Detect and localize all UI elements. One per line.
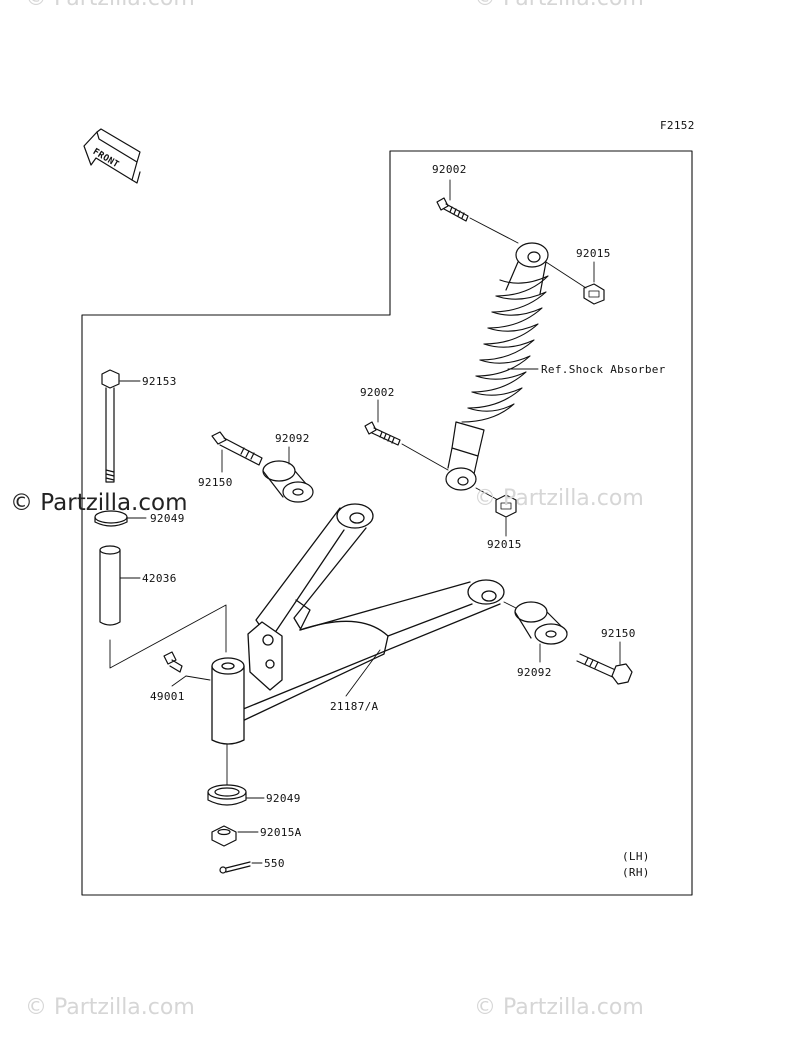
diagram-frame xyxy=(81,150,693,896)
upper-seal xyxy=(94,510,128,527)
lower-castle-nut xyxy=(211,825,237,847)
label-kingpin-bolt: 92153 xyxy=(142,375,177,388)
grease-nipple xyxy=(163,651,183,673)
rear-bushing xyxy=(514,601,568,645)
label-seal-upper: 92049 xyxy=(150,512,185,525)
label-bushing-front: 92092 xyxy=(275,432,310,445)
label-arm: 21187/A xyxy=(330,700,379,713)
sleeve xyxy=(99,545,121,626)
watermark-bottom-right: © Partzilla.com xyxy=(474,995,644,1020)
label-bolt-lower: 92002 xyxy=(360,386,395,399)
cotter-pin xyxy=(219,861,251,874)
side-note-lh: (LH) xyxy=(622,850,650,863)
label-seal-lower: 92049 xyxy=(266,792,301,805)
diagram-code: F2152 xyxy=(660,119,695,132)
lower-shock-nut xyxy=(495,494,517,518)
front-bushing xyxy=(262,460,314,503)
a-arm xyxy=(211,503,505,745)
lower-seal xyxy=(207,784,247,806)
watermark-top-right: © Partzilla.com xyxy=(474,0,644,11)
watermark-top-left: © Partzilla.com xyxy=(25,0,195,11)
label-grease-nipple: 49001 xyxy=(150,690,185,703)
label-nut-lower-castle: 92015A xyxy=(260,826,302,839)
watermark-mid-right: © Partzilla.com xyxy=(474,486,644,511)
upper-shock-bolt xyxy=(436,197,469,222)
watermark-bottom-left: © Partzilla.com xyxy=(25,995,195,1020)
label-bolt-upper: 92002 xyxy=(432,163,467,176)
label-sleeve: 42036 xyxy=(142,572,177,585)
lower-shock-bolt xyxy=(364,421,401,446)
label-bushing-rear: 92092 xyxy=(517,666,552,679)
label-nut-lower: 92015 xyxy=(487,538,522,551)
upper-shock-nut xyxy=(583,283,605,305)
watermark-left: © Partzilla.com xyxy=(10,490,188,516)
front-bolt xyxy=(211,431,263,466)
label-cotter-pin: 550 xyxy=(264,857,285,870)
side-note-rh: (RH) xyxy=(622,866,650,879)
kingpin-bolt xyxy=(101,369,120,483)
label-nut-upper: 92015 xyxy=(576,247,611,260)
label-bolt-rear: 92150 xyxy=(601,627,636,640)
label-shock-ref: Ref.Shock Absorber xyxy=(541,363,666,376)
label-bolt-front: 92150 xyxy=(198,476,233,489)
shock-absorber xyxy=(445,242,549,491)
front-arrow-icon xyxy=(83,128,141,184)
rear-bolt xyxy=(576,653,633,685)
